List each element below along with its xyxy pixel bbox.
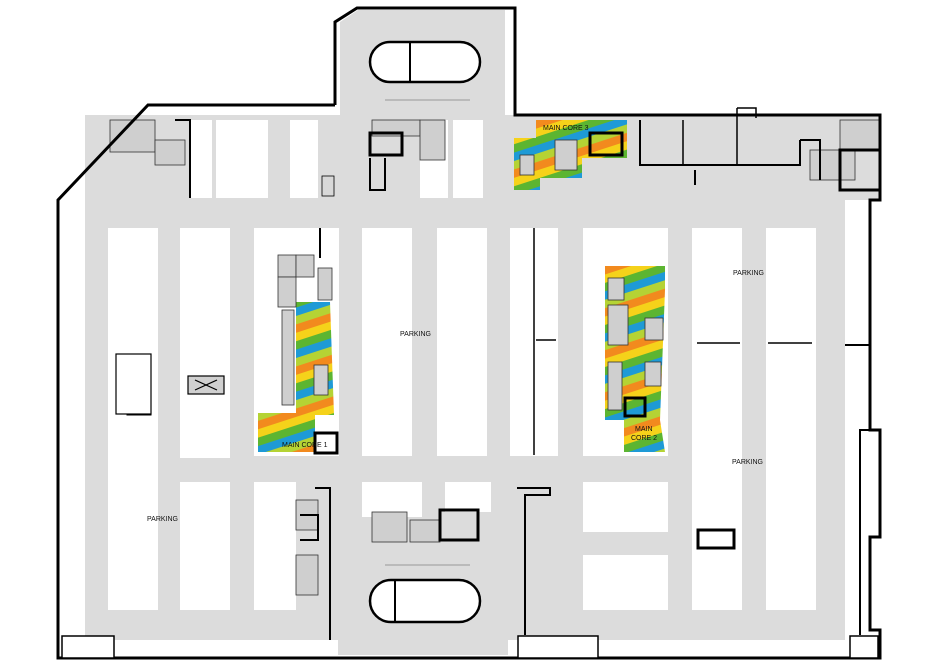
label-main-core-2-line2: CORE 2	[631, 435, 657, 442]
label-parking-center: PARKING	[400, 331, 431, 338]
bottom-rooms	[61, 635, 879, 659]
ramp-north	[368, 40, 482, 101]
label-parking-east-lower: PARKING	[732, 459, 763, 466]
label-main-core-1: MAIN CORE 1	[282, 442, 328, 449]
label-main-core-3: MAIN CORE 3	[543, 125, 589, 132]
main-core-1-fill	[258, 302, 334, 452]
label-parking-west: PARKING	[147, 516, 178, 523]
labels: PARKING PARKING PARKING PARKING MAIN COR…	[147, 125, 764, 523]
label-main-core-2-line1: MAIN	[635, 426, 653, 433]
label-parking-east-upper: PARKING	[733, 270, 764, 277]
ramp-south	[368, 564, 482, 624]
outer-wall	[56, 6, 882, 660]
free-rooms	[115, 175, 335, 415]
walls	[56, 6, 882, 660]
parking-islands	[108, 120, 816, 610]
